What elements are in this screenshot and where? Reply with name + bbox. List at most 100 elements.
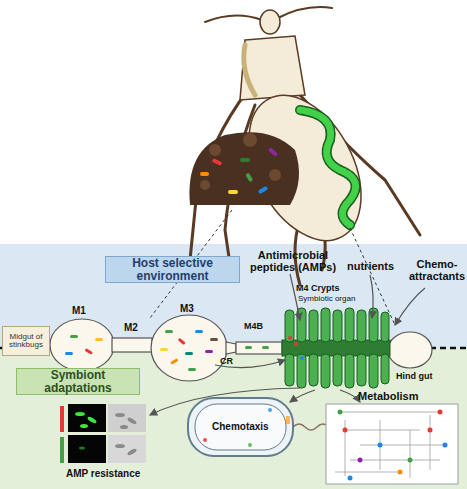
metabolic-map-part	[348, 476, 353, 481]
symbiotic-crypts-part	[300, 356, 304, 360]
metabolic-map-part	[335, 412, 445, 478]
bacterial-cell-part	[286, 416, 290, 424]
insect-gut-part	[300, 110, 356, 225]
adaptation-label: Chemotaxis	[212, 421, 269, 432]
micrographs-part	[68, 404, 106, 432]
metabolic-map-part-part	[340, 412, 440, 413]
insect-gut-part	[300, 110, 356, 225]
flow-arrows-part	[395, 288, 425, 325]
segment-label: M2	[124, 322, 138, 333]
box-text: Host selective environment	[106, 257, 239, 282]
gut-bacteria-part	[95, 338, 103, 341]
micrographs-part	[75, 412, 85, 416]
symbiotic-crypts-part	[321, 354, 330, 388]
soil-part	[228, 190, 238, 194]
bacterial-cell-part	[203, 438, 207, 442]
gut-bacteria-part	[165, 330, 173, 333]
micrographs-part	[60, 437, 64, 463]
gut-bacteria	[65, 330, 269, 371]
environment-box: Host selective environment	[105, 256, 240, 283]
micrographs	[60, 404, 146, 463]
metabolic-map-part-part	[430, 415, 431, 470]
stinkbug-illustration-part	[278, 7, 332, 18]
symbiotic-crypts-part	[309, 354, 318, 386]
midgut-drawing-part	[388, 332, 432, 368]
segment-label: CR	[220, 357, 233, 367]
symbiotic-crypts-part	[333, 354, 342, 386]
gut-bacteria-part	[245, 346, 252, 349]
adaptation-label: Metabolism	[358, 390, 419, 402]
gut-bacteria-part	[160, 348, 168, 351]
soil-part	[243, 133, 257, 147]
stinkbug-illustration	[190, 7, 420, 285]
micrographs-part	[108, 435, 146, 463]
flow-arrows	[150, 274, 425, 415]
host-factor-label: nutrients	[347, 260, 394, 272]
symbiotic-crypts	[282, 308, 390, 388]
box-text: Symbiont adaptations	[17, 369, 139, 394]
symbiotic-crypts-part	[288, 336, 292, 340]
micrographs-part	[80, 424, 88, 428]
micrographs-part	[60, 406, 64, 432]
segment-label: M3	[180, 303, 194, 314]
gut-bacteria-part	[205, 350, 213, 353]
bacterial-cell-part	[268, 408, 272, 412]
gut-bacteria-part	[178, 338, 186, 345]
midgut-drawing-part	[112, 338, 152, 352]
symbiotic-crypts-part	[381, 312, 389, 342]
metabolic-map-part	[358, 458, 363, 463]
metabolic-map-part	[326, 404, 458, 484]
micrographs-part	[115, 444, 125, 448]
metabolic-map	[326, 404, 458, 484]
box-text: Midgut of stinkbugs	[3, 333, 49, 350]
band-background-part	[0, 348, 467, 489]
soil-part	[200, 172, 209, 176]
micrographs-part	[87, 416, 98, 424]
zoom-lines-part	[350, 228, 395, 325]
host-factor-label: Chemo- attractants	[408, 258, 466, 282]
metabolic-map-part-part	[335, 472, 400, 473]
metabolic-map-part-part	[360, 445, 445, 446]
flow-arrows-part	[370, 275, 373, 318]
segment-label: M4B	[244, 322, 263, 332]
soil-part	[258, 186, 269, 194]
stinkbug-illustration-part	[260, 10, 280, 34]
midgut-drawing-part	[236, 342, 282, 354]
soil-part	[245, 173, 253, 183]
metabolic-map-part	[428, 428, 433, 433]
soil-part	[268, 147, 278, 156]
gut-bacteria-part	[170, 358, 178, 365]
soil-part	[200, 180, 210, 190]
flow-arrows-part	[340, 390, 360, 402]
midgut-drawing-part	[226, 342, 236, 354]
symbiotic-crypts-part	[285, 310, 294, 342]
symbiotic-crypts-part	[333, 310, 342, 342]
soil-part	[240, 158, 250, 162]
bacterial-cell-part	[248, 443, 252, 447]
symbiotic-crypts-part	[285, 354, 294, 386]
micrographs-part	[115, 413, 125, 417]
stinkbug-illustration-part	[244, 45, 255, 95]
symbiotic-crypts-part	[369, 354, 378, 388]
symbiotic-crypts-part	[357, 354, 366, 386]
metabolic-map-part-part	[345, 430, 420, 431]
organ-label: M4 Crypts	[296, 284, 340, 294]
gut-bacteria-part	[185, 352, 193, 355]
micrographs-part	[127, 417, 138, 425]
gut-bacteria-part	[210, 338, 218, 341]
symbiotic-crypts-part	[369, 308, 378, 342]
band-background	[0, 244, 467, 489]
symbiotic-crypts-part	[381, 354, 389, 384]
soil-part	[189, 132, 299, 205]
symbiotic-crypts-part	[357, 310, 366, 342]
midgut-drawing-part	[151, 315, 227, 381]
adaptation-label: AMP resistance	[66, 468, 140, 479]
segment-label: Hind gut	[396, 372, 433, 382]
metabolic-map-part-part	[350, 460, 440, 461]
symbiotic-crypts-part	[297, 354, 306, 388]
soil-part	[269, 169, 281, 181]
host-factor-label: Antimicrobial peptides (AMPs)	[240, 249, 346, 273]
gut-bacteria-part	[70, 335, 78, 338]
bacterial-cell-part	[188, 398, 293, 456]
